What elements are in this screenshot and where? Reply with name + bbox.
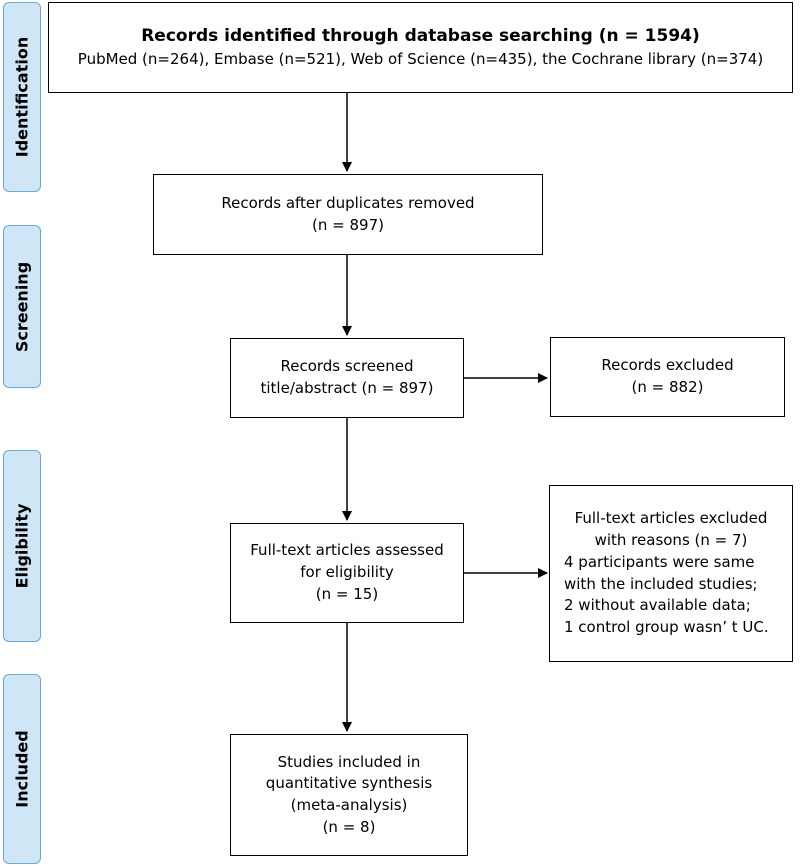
fulltext-assessed-label-1: Full-text articles assessed [250, 541, 444, 560]
box-records-excluded: Records excluded (n = 882) [550, 337, 785, 417]
records-identified-sources: PubMed (n=264), Embase (n=521), Web of S… [77, 49, 764, 68]
box-studies-included: Studies included in quantitative synthes… [230, 734, 468, 856]
studies-included-label-3: (meta-analysis) [290, 796, 408, 814]
records-screened-count: title/abstract (n = 897) [260, 379, 434, 397]
stage-tab-identification: Identification [3, 2, 41, 192]
box-records-identified: Records identified through database sear… [48, 2, 793, 93]
stage-tab-eligibility: Eligibility [3, 450, 41, 642]
fulltext-excluded-label-1: Full-text articles excluded [574, 509, 768, 528]
fulltext-excluded-reason-2: 2 without available data; [564, 596, 751, 615]
stage-tab-screening: Screening [3, 225, 41, 388]
records-screened-label: Records screened [280, 357, 414, 376]
fulltext-excluded-reason-1a: 4 participants were same [564, 552, 755, 571]
duplicates-removed-label: Records after duplicates removed [221, 193, 475, 212]
fulltext-assessed-label-2: for eligibility [300, 563, 394, 582]
records-excluded-count: (n = 882) [631, 378, 704, 396]
records-identified-title: Records identified through database sear… [141, 26, 700, 47]
studies-included-count: (n = 8) [322, 817, 376, 836]
box-fulltext-assessed: Full-text articles assessed for eligibil… [230, 523, 464, 623]
box-fulltext-excluded: Full-text articles excluded with reasons… [549, 485, 793, 662]
box-records-screened: Records screened title/abstract (n = 897… [230, 338, 464, 418]
fulltext-excluded-label-2: with reasons (n = 7) [594, 531, 748, 549]
fulltext-excluded-reason-3: 1 control group wasn’ t UC. [564, 618, 769, 636]
records-excluded-label: Records excluded [601, 356, 734, 375]
box-duplicates-removed: Records after duplicates removed (n = 89… [153, 174, 543, 255]
fulltext-excluded-reason-1b: with the included studies; [564, 574, 758, 593]
studies-included-label-1: Studies included in [277, 752, 421, 771]
studies-included-label-2: quantitative synthesis [265, 774, 433, 793]
duplicates-removed-count: (n = 897) [312, 215, 384, 234]
stage-tab-included: Included [3, 674, 41, 864]
fulltext-assessed-count: (n = 15) [315, 584, 379, 603]
